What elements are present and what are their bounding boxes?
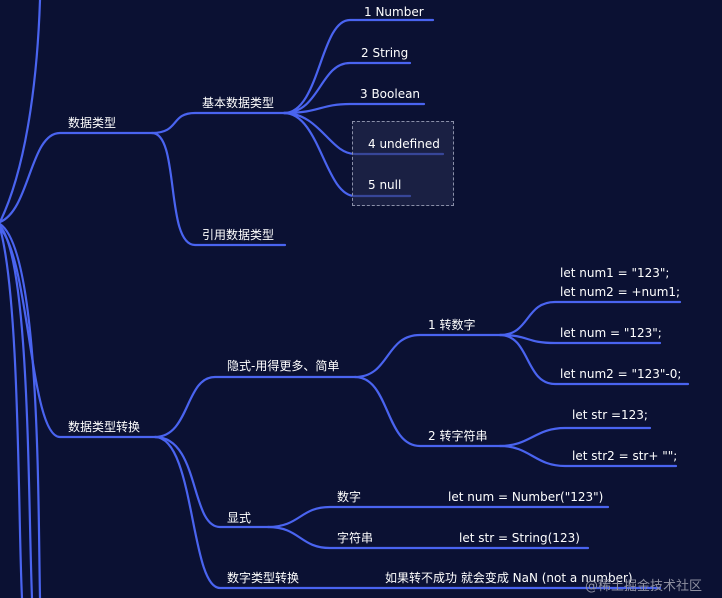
selection-box[interactable] — [352, 121, 454, 206]
node-code-num1[interactable]: let num1 = "123"; — [560, 266, 670, 280]
node-type-conversion[interactable]: 数据类型转换 — [68, 420, 141, 434]
node-code-num[interactable]: let num = "123"; — [560, 326, 662, 340]
watermark: @稀土掘金技术社区 — [584, 579, 702, 594]
node-explicit-string[interactable]: 字符串 — [337, 531, 374, 545]
node-code-num2-minus[interactable]: let num2 = "123"-0; — [560, 367, 682, 381]
node-string[interactable]: 2 String — [361, 46, 409, 60]
node-data-types[interactable]: 数据类型 — [68, 116, 117, 130]
node-code-string-fn[interactable]: let str = String(123) — [459, 531, 580, 545]
node-to-number[interactable]: 1 转数字 — [428, 318, 476, 332]
node-code-str2[interactable]: let str2 = str+ ""; — [572, 449, 678, 463]
node-to-string[interactable]: 2 转字符串 — [428, 429, 488, 443]
node-explicit[interactable]: 显式 — [227, 511, 252, 525]
node-undefined[interactable]: 4 undefined — [368, 137, 440, 151]
node-explicit-number[interactable]: 数字 — [337, 490, 362, 504]
node-null[interactable]: 5 null — [368, 178, 402, 192]
node-primitive-types[interactable]: 基本数据类型 — [202, 96, 275, 110]
node-implicit[interactable]: 隐式-用得更多、简单 — [227, 359, 340, 373]
node-number-conversion[interactable]: 数字类型转换 — [227, 571, 300, 585]
node-code-str[interactable]: let str =123; — [572, 408, 648, 422]
node-boolean[interactable]: 3 Boolean — [360, 87, 421, 101]
node-reference-types[interactable]: 引用数据类型 — [202, 228, 275, 242]
node-code-num2-plus[interactable]: let num2 = +num1; — [560, 285, 681, 299]
node-code-number-fn[interactable]: let num = Number("123") — [448, 490, 604, 504]
node-nan-note[interactable]: 如果转不成功 就会变成 NaN (not a number) — [385, 571, 633, 585]
node-number[interactable]: 1 Number — [364, 5, 424, 19]
